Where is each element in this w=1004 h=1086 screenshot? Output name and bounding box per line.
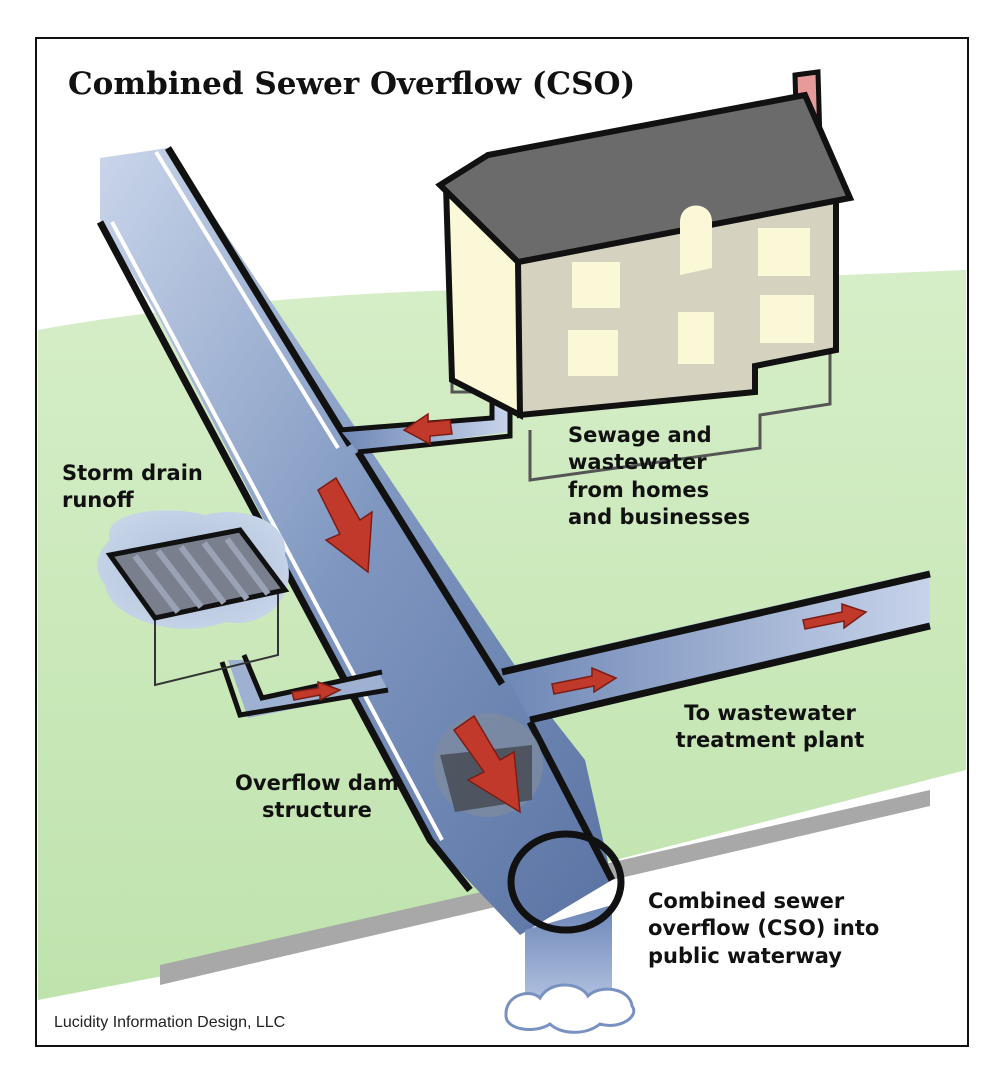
waterway-splash-icon [504,983,636,1034]
cso-label-line: overflow (CSO) into [648,916,880,941]
arrow-overflow [452,714,521,814]
overflow-dam-label: Overflow dam structure [212,770,422,825]
sewage-label: Sewage and wastewater from homes and bus… [568,422,828,531]
storm-drain-label: Storm drain runoff [62,460,262,515]
sewage-label-line: wastewater [568,450,707,475]
cso-label: Combined sewer overflow (CSO) into publi… [648,888,928,970]
sewage-label-line: and businesses [568,504,751,529]
pipe-outfall [507,830,625,1005]
sewage-label-line: from homes [568,477,710,502]
sewage-label-line: Sewage and [568,423,712,447]
treatment-label-line: treatment plant [675,728,865,753]
arrow-house-lateral [402,412,453,446]
flow-arrow-icon [291,412,868,814]
storm-drain-label-line: runoff [62,488,134,513]
overflow-dam-label-line: structure [262,798,372,823]
arrow-storm-branch [291,680,342,702]
storm-drain-grate-icon [97,510,290,687]
cso-label-line: Combined sewer [648,889,845,913]
treatment-label-line: To wastewater [684,701,856,725]
arrow-treatment-1 [551,666,618,695]
storm-drain-label-line: Storm drain [62,461,203,485]
cso-label-line: public waterway [648,943,842,968]
house-icon [435,69,855,482]
overflow-dam-label-line: Overflow dam [235,771,399,795]
page-title: Combined Sewer Overflow (CSO) [68,66,636,102]
storm-branch-pipe [219,654,389,718]
arrow-treatment-2 [802,602,868,630]
arrow-main-pipe [317,476,373,574]
treatment-label: To wastewater treatment plant [650,700,890,755]
credit-line: Lucidity Information Design, LLC [54,1014,286,1031]
